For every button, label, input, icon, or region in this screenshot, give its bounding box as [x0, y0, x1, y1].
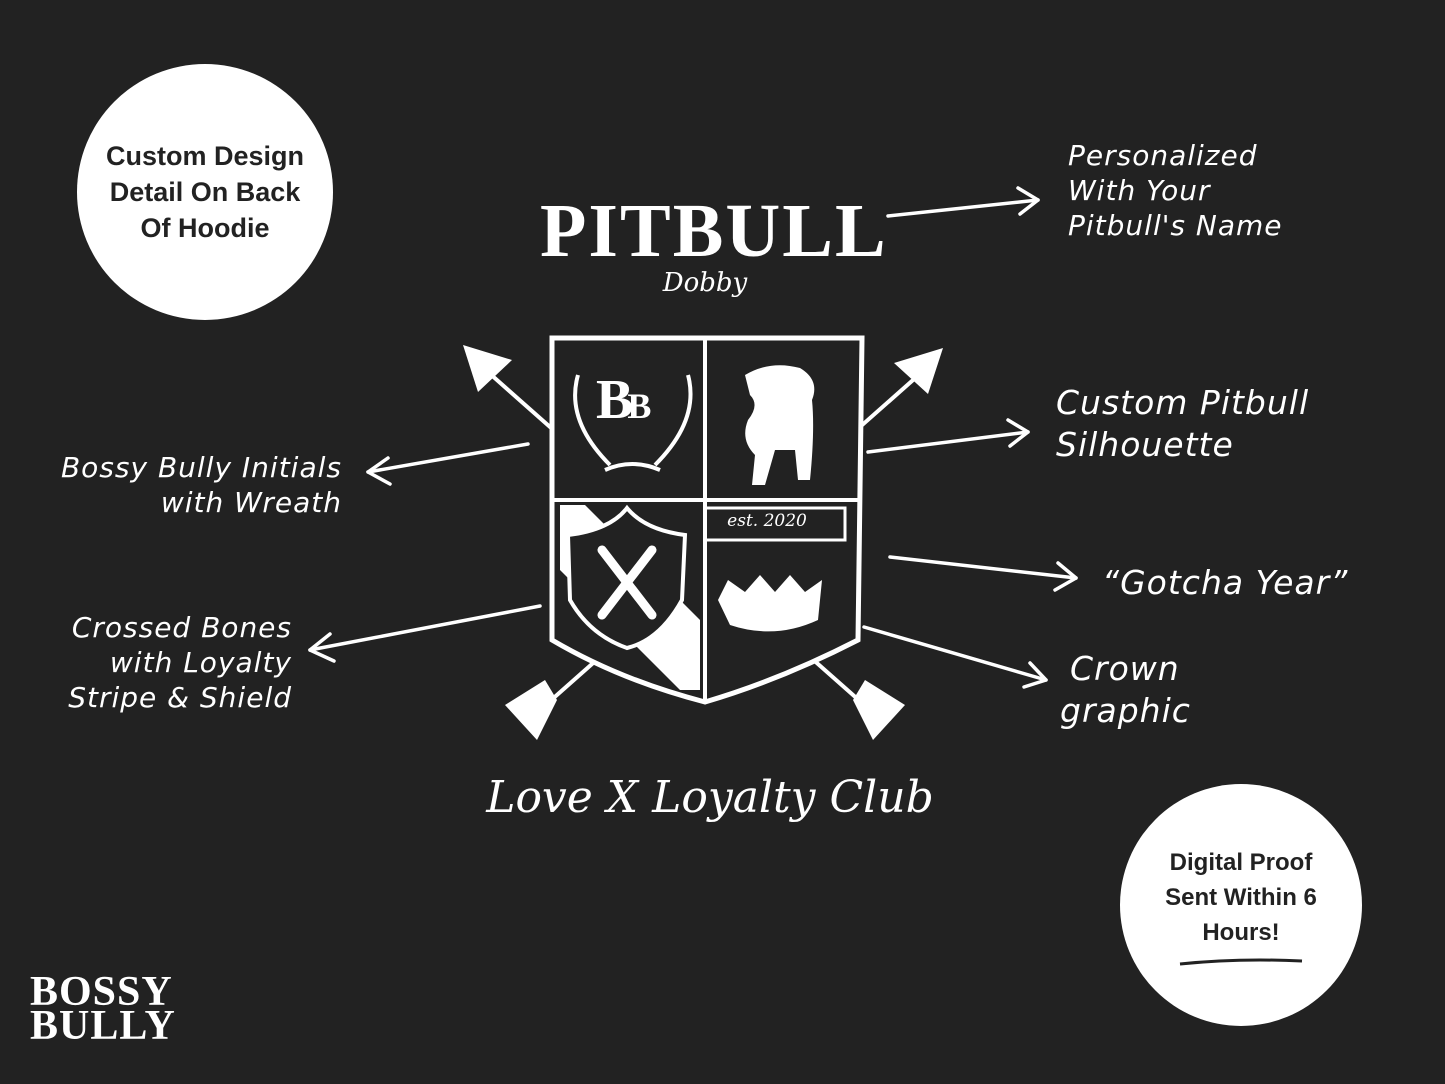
- callout-line: graphic: [1060, 691, 1191, 730]
- callout-line: Crown: [1070, 649, 1180, 688]
- callout-gotcha: “Gotcha Year”: [1102, 563, 1349, 602]
- crest-motto: Love X Loyalty Club: [486, 772, 934, 823]
- callout-line: Custom Pitbull: [1056, 383, 1310, 422]
- brand-line: BULLY: [30, 1003, 176, 1049]
- dog-name: Dobby: [662, 268, 748, 298]
- brand-line: BOSSY: [30, 969, 173, 1015]
- crest-title: PITBULL: [540, 189, 888, 273]
- badge-text: Digital Proof Sent Within 6 Hours!: [1165, 848, 1317, 946]
- callout-crown: Crown graphic: [1060, 648, 1191, 732]
- callout-line: Bossy Bully Initials: [60, 451, 342, 484]
- callout-line: With Your: [1068, 174, 1211, 207]
- callout-line: Crossed Bones: [71, 611, 292, 644]
- callout-line: Stripe & Shield: [68, 681, 292, 714]
- established-year: est. 2020: [727, 511, 807, 531]
- initial-big: B: [596, 369, 634, 431]
- underline-swoosh-icon: [1179, 958, 1303, 965]
- callout-line: with Loyalty: [109, 646, 292, 679]
- initial-small: B: [627, 386, 652, 426]
- custom-design-badge: Custom Design Detail On Back Of Hoodie: [77, 64, 333, 320]
- callout-line: Silhouette: [1056, 425, 1234, 464]
- digital-proof-badge: Digital Proof Sent Within 6 Hours!: [1120, 784, 1362, 1026]
- brand-logo: BOSSY BULLY: [30, 969, 176, 1049]
- callout-bones: Crossed Bones with Loyalty Stripe & Shie…: [40, 610, 292, 715]
- callout-line: Pitbull's Name: [1068, 209, 1283, 242]
- callout-line: Personalized: [1068, 139, 1258, 172]
- callout-name: Personalized With Your Pitbull's Name: [1068, 138, 1283, 243]
- badge-text: Custom Design Detail On Back Of Hoodie: [105, 141, 305, 243]
- callout-line: with Wreath: [160, 486, 342, 519]
- callout-silhouette: Custom Pitbull Silhouette: [1056, 382, 1309, 466]
- initials-monogram: BB: [596, 368, 651, 432]
- callout-initials: Bossy Bully Initials with Wreath: [40, 450, 342, 520]
